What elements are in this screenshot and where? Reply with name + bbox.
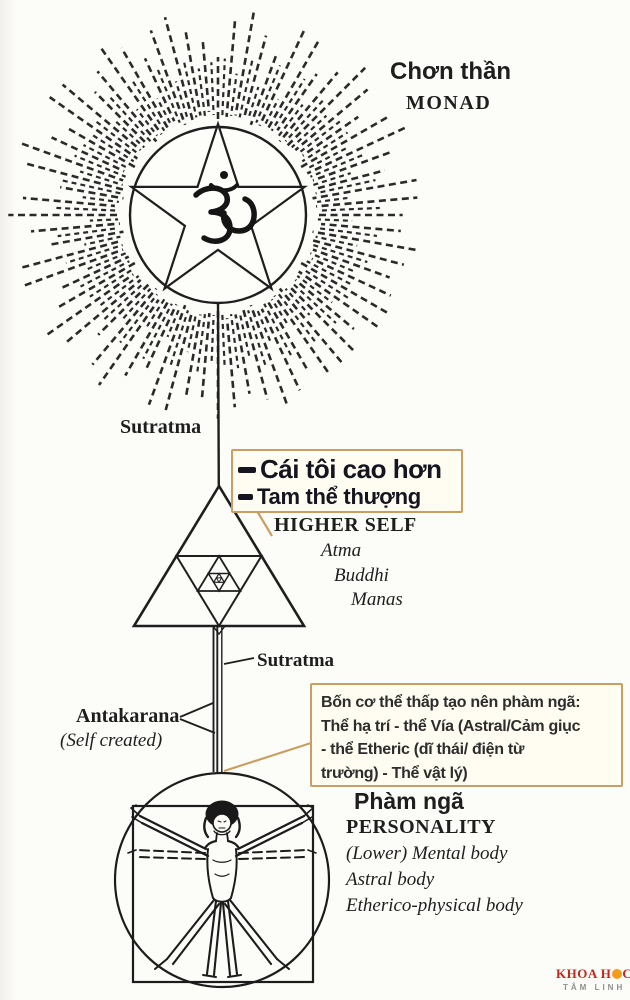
box-callout-lines [223,510,312,773]
sutratma-thread-upper [216,302,220,487]
watermark-bottom-text: TÂM LINH [563,983,626,992]
lower-bodies-callout-box: Bốn cơ thể thấp tạo nên phàm ngã: Thể hạ… [310,683,623,787]
callout-line: Tam thể thượng [238,484,455,510]
logo-sun-disc-icon [611,969,622,979]
five-pointed-star-icon [128,120,308,292]
principle-buddhi: Buddhi [334,565,389,586]
sun-rays-icon [8,8,418,419]
higher-self-title: HIGHER SELF [274,514,417,536]
higher-self-callout-line2: Tam thể thượng [257,484,421,509]
body-astral: Astral body [346,869,435,890]
monad-title-en: MONAD [406,92,492,114]
personality-title-vi: Phàm ngã [354,788,464,814]
antakarana-label: Antakarana [76,705,180,727]
principle-manas: Manas [351,589,403,610]
personality-title-en: PERSONALITY [346,816,496,838]
dash-bullet-icon [238,493,253,500]
sutratma-label-top: Sutratma [120,416,202,438]
dash-bullet-icon [238,466,256,473]
body-etherico-physical: Etherico-physical body [346,895,523,916]
vitruvian-man-icon [113,771,331,989]
label-callout-lines [179,657,255,734]
callout-line: Cái tôi cao hơn [238,454,455,484]
lower-bodies-line: Thể hạ trí - thể Vía (Astral/Cảm giục [321,717,581,735]
principle-atma: Atma [321,540,362,561]
antakarana-sublabel: (Self created) [60,730,163,751]
higher-self-callout-box: Cái tôi cao hơn Tam thể thượng [231,449,463,513]
higher-self-callout-line1: Cái tôi cao hơn [260,454,442,484]
lower-bodies-line: - thể Etheric (dĩ thái/ điện từ [321,741,525,758]
nested-triangles-icon [131,483,307,636]
lower-bodies-line: trường) - Thể vật lý) [321,764,468,782]
lower-bodies-line: Bốn cơ thể thấp tạo nên phàm ngã: [321,694,581,711]
monad-title-vi: Chơn thần [390,58,512,85]
sutratma-antakarana-threads [212,627,223,772]
sutratma-label-mid: Sutratma [257,650,335,671]
body-mental: (Lower) Mental body [346,843,508,864]
om-symbol-icon [193,171,257,244]
